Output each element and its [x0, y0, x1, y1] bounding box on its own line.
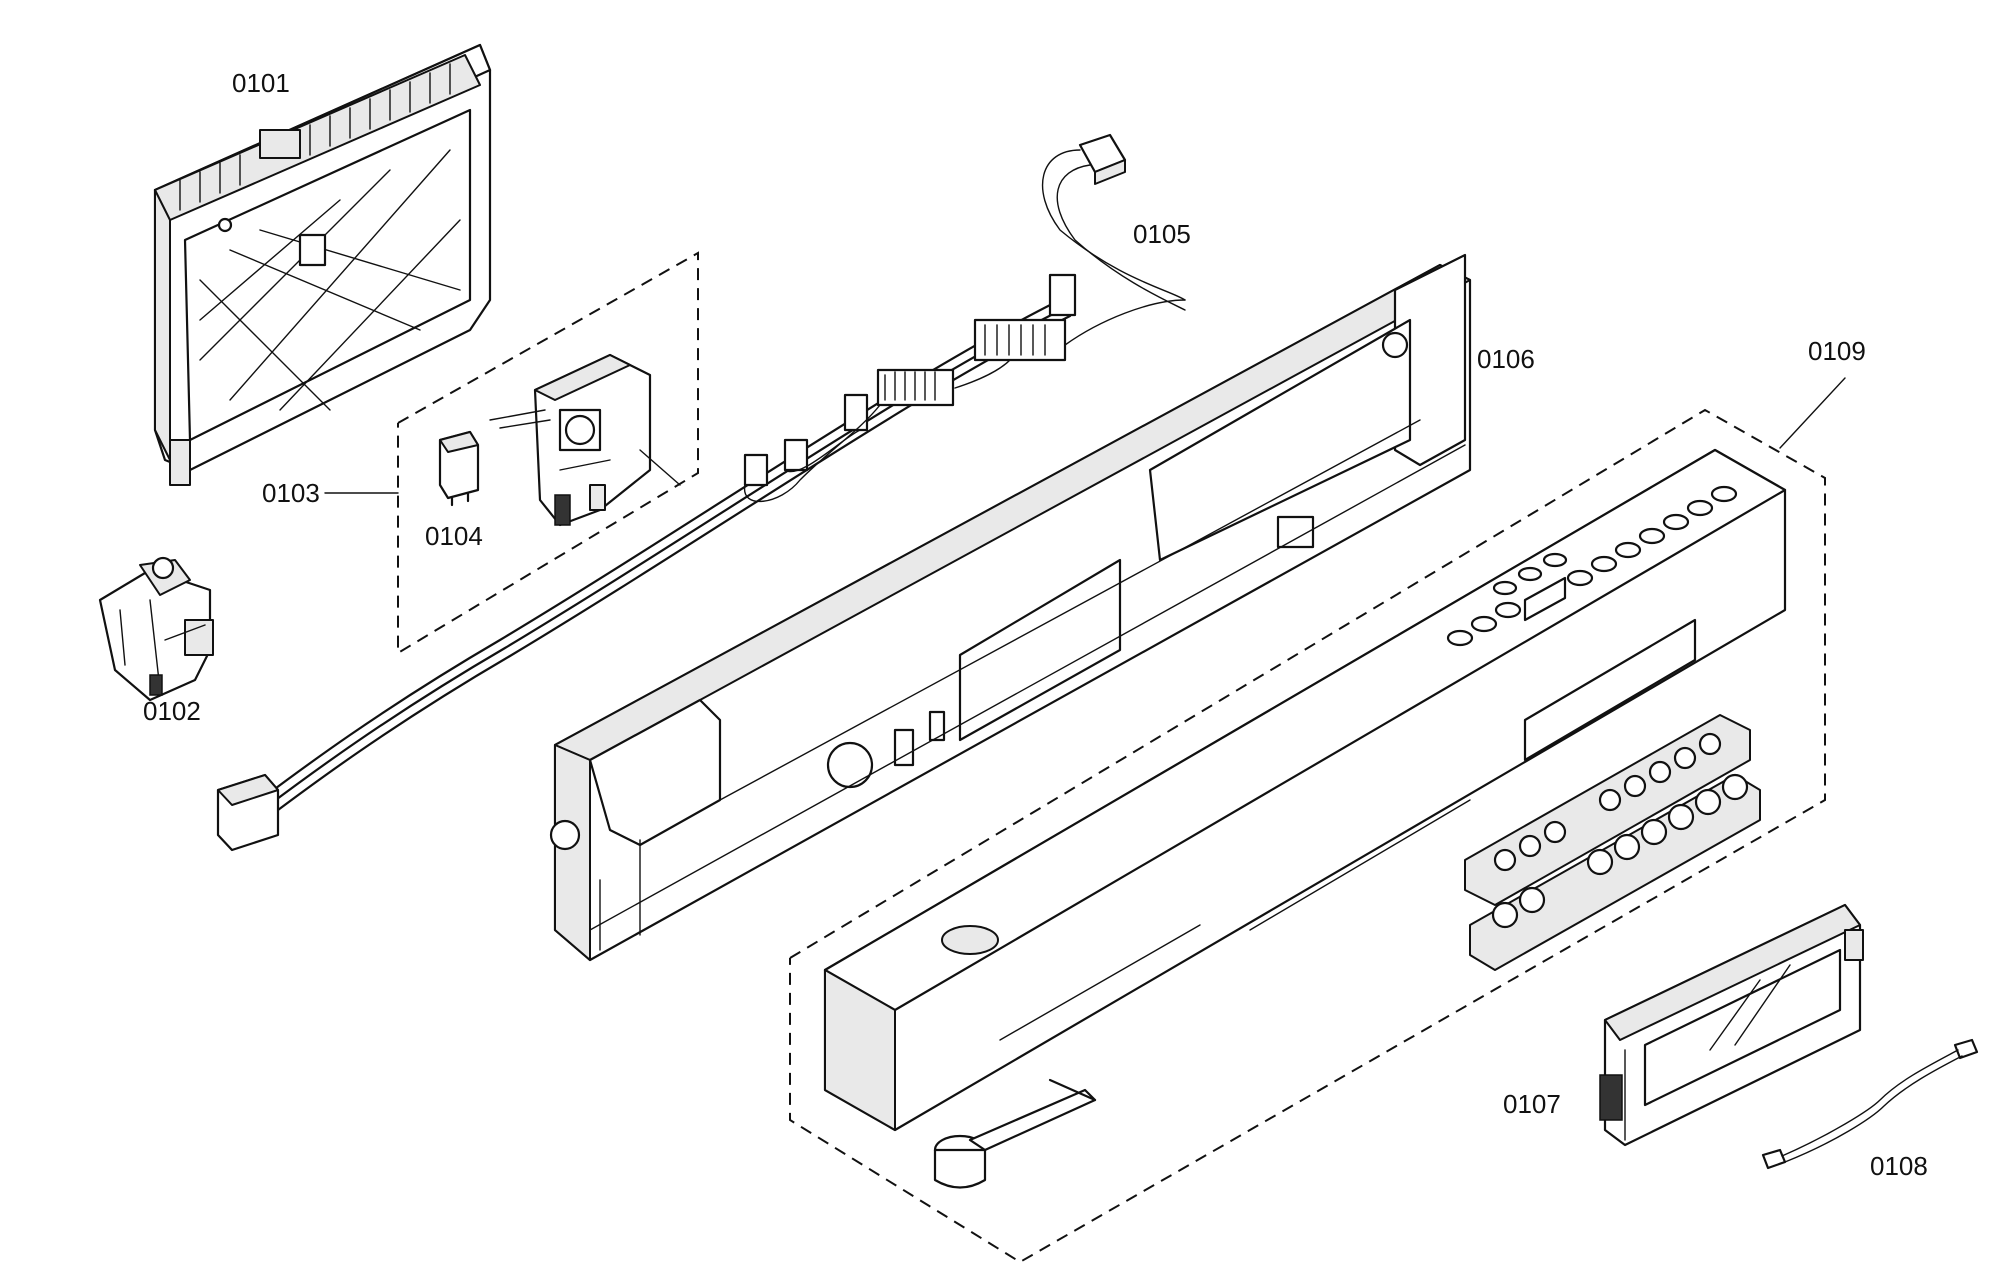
label-0104: 0104 — [425, 521, 483, 551]
part-0101-control-module — [153, 43, 492, 486]
part-0109-knob-lever — [933, 1078, 1097, 1189]
part-0103-door-lock — [489, 353, 681, 527]
part-0107-display-module — [1599, 903, 1864, 1147]
label-0105: 0105 — [1133, 219, 1191, 249]
part-0106-control-frame — [549, 253, 1472, 962]
part-0108-cable — [1761, 1038, 1979, 1170]
part-0105-wiring-harness — [216, 133, 1186, 852]
fascia-buttons — [1446, 485, 1738, 647]
part-0109-fascia-panel — [823, 448, 1787, 1132]
label-0106: 0106 — [1477, 344, 1535, 374]
label-0102: 0102 — [143, 696, 201, 726]
part-0109-button-strips — [1464, 714, 1761, 971]
label-0103: 0103 — [262, 478, 320, 508]
part-0104-relay — [438, 430, 480, 507]
part-0103-group-outline — [324, 251, 699, 655]
label-0101: 0101 — [232, 68, 290, 98]
part-0109-group-outline — [789, 377, 1846, 1263]
part-0102-switch — [98, 556, 214, 702]
label-0109: 0109 — [1808, 336, 1866, 366]
harness-connectors — [743, 273, 1186, 502]
label-0108: 0108 — [1870, 1151, 1928, 1181]
label-0107: 0107 — [1503, 1089, 1561, 1119]
